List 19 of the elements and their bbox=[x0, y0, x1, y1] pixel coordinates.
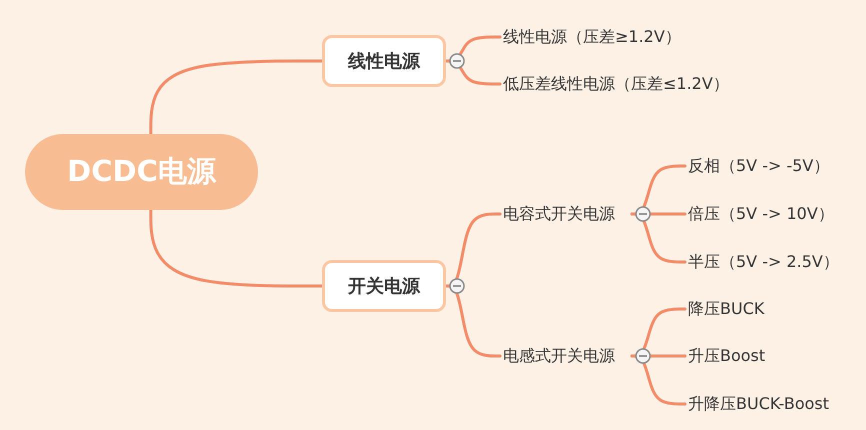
topic-label: 线性电源 bbox=[348, 50, 420, 73]
branch-line bbox=[630, 354, 686, 406]
subtopic-label: 降压BUCK bbox=[685, 296, 855, 322]
branch-line bbox=[149, 208, 324, 288]
subtopic-label: 升降压BUCK-Boost bbox=[685, 391, 863, 417]
subtopic-label: 反相（5V -> -5V） bbox=[685, 153, 855, 179]
subtopic-label: 升压Boost bbox=[685, 343, 855, 369]
subtopic-label: 低压差线性电源（压差≤1.2V） bbox=[500, 71, 762, 97]
subtopic-label: 线性电源（压差≥1.2V） bbox=[500, 24, 700, 50]
topic-label: 开关电源 bbox=[348, 275, 420, 298]
topic-box bbox=[322, 260, 446, 312]
subtopic-label: 倍压（5V -> 10V） bbox=[685, 201, 855, 227]
branch-line bbox=[630, 212, 686, 264]
subtopic-label: 半压（5V -> 2.5V） bbox=[685, 249, 855, 275]
subtopic-label: 电感式开关电源 bbox=[500, 343, 632, 369]
central-topic-label: DCDC电源 bbox=[67, 153, 216, 190]
subtopic-label: 电容式开关电源 bbox=[500, 201, 632, 227]
branch-line bbox=[149, 60, 324, 136]
topic-box bbox=[322, 35, 446, 87]
